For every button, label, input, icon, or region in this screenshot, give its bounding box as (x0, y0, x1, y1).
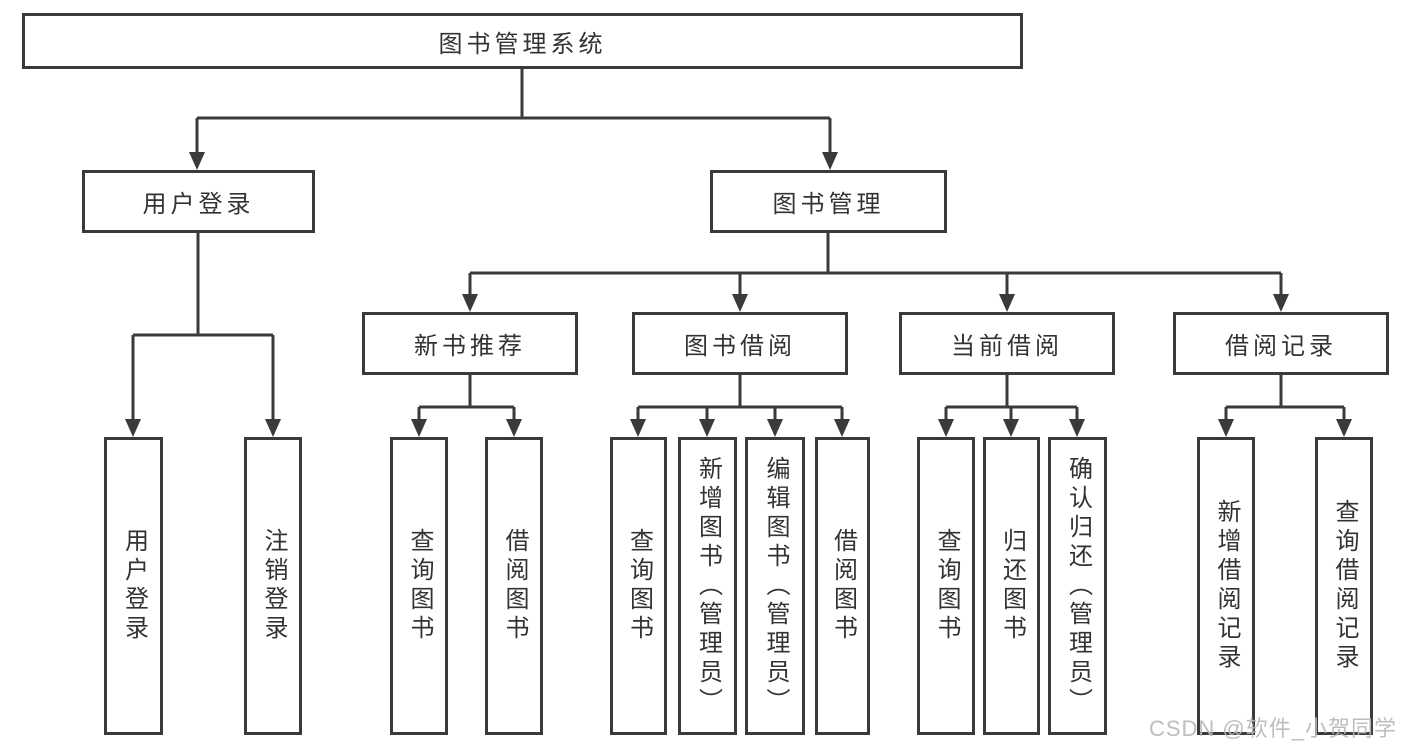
node-borrow-records: 借阅记录 (1173, 312, 1389, 375)
node-label: 借阅记录 (1225, 333, 1337, 360)
leaf-borrow-edit-books-admin: 编辑图书（管理员） (745, 437, 805, 735)
leaf-current-query-books: 查询图书 (917, 437, 975, 735)
arrowhead (732, 294, 748, 312)
arrowhead (1273, 294, 1289, 312)
arrowhead (1069, 419, 1085, 437)
leaf-label: 用户登录 (120, 528, 148, 644)
leaf-records-add-record: 新增借阅记录 (1197, 437, 1255, 735)
leaf-label: 编辑图书（管理员） (762, 455, 789, 717)
leaf-current-confirm-return-admin: 确认归还（管理员） (1048, 437, 1107, 735)
connector-new-book-recommend (417, 375, 516, 423)
leaf-user-login: 用户登录 (104, 437, 163, 735)
node-label: 图书借阅 (684, 333, 796, 360)
leaf-label: 借阅图书 (829, 528, 857, 644)
leaf-label: 归还图书 (998, 528, 1026, 644)
arrowhead (767, 419, 783, 437)
leaf-borrow-query-books: 查询图书 (610, 437, 667, 735)
leaf-label: 确认归还（管理员） (1064, 455, 1092, 717)
arrowhead (411, 419, 427, 437)
arrowheads (125, 152, 1352, 437)
node-label: 图书管理系统 (438, 30, 607, 58)
arrowhead (630, 419, 646, 437)
node-new-book-recommend: 新书推荐 (362, 312, 578, 375)
leaf-label: 新增图书（管理员） (694, 455, 722, 717)
arrowhead (699, 419, 715, 437)
connector-book-management (468, 233, 1283, 298)
connector-current-borrow (944, 375, 1079, 423)
connector-root (195, 69, 832, 156)
connector-book-borrow (636, 375, 844, 423)
arrowhead (506, 419, 522, 437)
leaf-label: 查询图书 (406, 528, 433, 644)
arrowhead (462, 294, 478, 312)
connector-user-login (131, 233, 275, 423)
leaf-label: 新增借阅记录 (1213, 499, 1240, 673)
node-book-management: 图书管理 (710, 170, 947, 233)
leaf-label: 查询借阅记录 (1331, 499, 1358, 673)
node-label: 当前借阅 (951, 333, 1063, 360)
node-book-borrow: 图书借阅 (632, 312, 848, 375)
node-label: 图书管理 (772, 191, 885, 218)
arrowhead (125, 419, 141, 437)
arrowhead (189, 152, 205, 170)
leaf-label: 借阅图书 (501, 528, 528, 644)
connector-borrow-records (1224, 375, 1346, 423)
leaf-borrow-borrow-books: 借阅图书 (815, 437, 870, 735)
arrowhead (938, 419, 954, 437)
arrowhead (1003, 419, 1019, 437)
arrowhead (999, 294, 1015, 312)
arrowhead (1336, 419, 1352, 437)
leaf-current-return-books: 归还图书 (983, 437, 1040, 735)
node-label: 用户登录 (142, 191, 255, 218)
arrowhead (834, 419, 850, 437)
leaf-logout: 注销登录 (244, 437, 302, 735)
leaf-recommend-query-books: 查询图书 (390, 437, 448, 735)
node-label: 新书推荐 (414, 333, 526, 360)
csdn-watermark: CSDN @软件_小贺同学 (1148, 716, 1397, 741)
leaf-label: 注销登录 (260, 528, 287, 644)
arrowhead (822, 152, 838, 170)
node-current-borrow: 当前借阅 (899, 312, 1115, 375)
node-user-login: 用户登录 (82, 170, 315, 233)
leaf-recommend-borrow-books: 借阅图书 (485, 437, 543, 735)
arrowhead (265, 419, 281, 437)
leaf-label: 查询图书 (625, 528, 653, 644)
leaf-records-query-record: 查询借阅记录 (1315, 437, 1373, 735)
node-library-management-system: 图书管理系统 (22, 13, 1023, 69)
leaf-label: 查询图书 (933, 528, 960, 644)
arrowhead (1218, 419, 1234, 437)
leaf-borrow-add-books-admin: 新增图书（管理员） (678, 437, 737, 735)
